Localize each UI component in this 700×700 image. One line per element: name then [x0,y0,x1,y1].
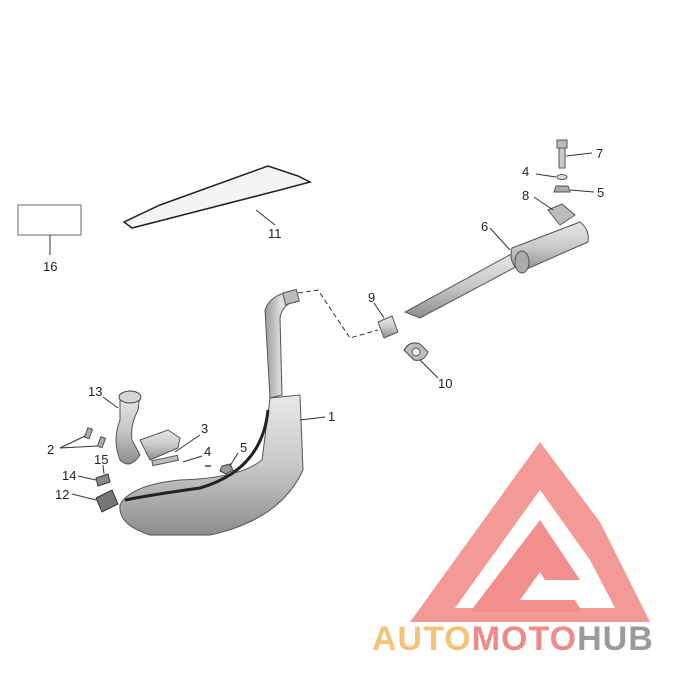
callout-5-upper: 5 [597,185,604,200]
callout-4-upper: 4 [522,164,529,179]
leader-10 [419,359,439,379]
callout-16: 16 [43,259,57,274]
callout-13: 13 [88,384,102,399]
automotohub-logo: AUTOMOTOHUB [372,442,654,658]
leader-5-lower [229,452,239,467]
watermark-part-hub: HUB [577,620,654,658]
part-9-sleeve [377,315,399,339]
part-13-manifold [115,390,181,465]
callout-15: 15 [94,452,108,467]
watermark-part-auto: AUTO [372,620,472,658]
callout-10: 10 [438,376,452,391]
part-14-gasket [95,473,111,487]
part-12-flange [95,489,119,513]
leader-2a [59,435,86,449]
callout-12: 12 [55,487,69,502]
leader-1 [299,416,326,421]
callout-2: 2 [47,442,54,457]
leader-12 [71,493,97,501]
part-10-clamp [403,342,429,361]
leader-6 [489,227,511,251]
callout-5-lower: 5 [240,440,247,455]
callout-4-lower: 4 [204,444,211,459]
callout-7: 7 [596,146,603,161]
leader-9 [373,302,385,319]
callout-9: 9 [368,290,375,305]
leader-4-lower [182,455,203,463]
leader-15 [102,464,105,475]
callout-1: 1 [328,409,335,424]
part-5-nut-lower [219,463,234,475]
part-4-washer-upper [556,174,568,180]
part-5-nut-upper [553,185,571,193]
part-2-studs [83,426,107,449]
leader-2b [59,445,98,449]
leader-4-upper [535,173,557,178]
part-3-bolt [151,454,179,467]
leader-11 [255,209,276,226]
leader-7 [565,152,593,157]
part-6-silencer [403,203,589,319]
callout-14: 14 [62,468,76,483]
logo-inner-triangle [470,520,582,612]
leader-13 [102,396,119,409]
leader-14 [77,475,97,481]
part-7-bolt [556,139,568,169]
leader-5-upper [569,189,595,193]
logo-triangle-mark [410,442,650,622]
leader-3 [174,434,201,453]
watermark-part-moto: MOTO [472,620,577,658]
callout-11: 11 [268,226,282,241]
callout-3: 3 [201,421,208,436]
callout-6: 6 [481,219,488,234]
watermark-brand-text: AUTOMOTOHUB [372,620,654,658]
part-11-heat-shield [122,165,313,229]
leader-8 [533,196,554,211]
callout-8: 8 [522,188,529,203]
assembly-dash-line [297,289,379,339]
part-1-expansion-chamber [119,288,304,536]
part-16-label-plate [17,204,82,236]
